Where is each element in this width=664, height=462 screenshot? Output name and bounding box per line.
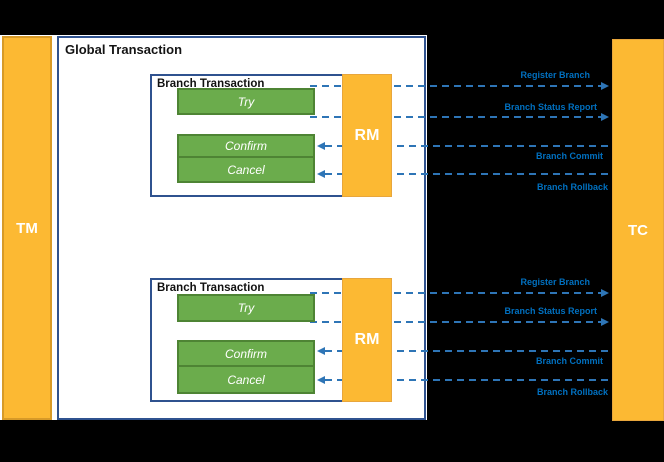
branch-rollback-label-1: Branch Rollback — [536, 182, 608, 192]
branch-status-report-arrow-2 — [310, 321, 602, 323]
branch-status-report-arrow-1 — [310, 116, 602, 118]
phase-cancel-2: Cancel — [177, 365, 315, 394]
phase-try-2: Try — [177, 294, 315, 322]
branch-status-report-label-1: Branch Status Report — [504, 102, 597, 112]
register-branch-arrowhead-1 — [601, 82, 609, 90]
branch-transaction-title-1: Branch Transaction — [157, 78, 265, 90]
branch-commit-label-2: Branch Commit — [535, 356, 603, 366]
tc-box: TC — [612, 39, 664, 421]
global-transaction-title: Global Transaction — [65, 42, 183, 57]
phase-confirm-2: Confirm — [177, 340, 315, 367]
branch-rollback-arrow-2 — [325, 379, 611, 381]
tm-box: TM — [2, 36, 52, 420]
branch-rollback-arrowhead-2 — [317, 376, 325, 384]
rm-box-1: RM — [342, 74, 392, 197]
branch-rollback-arrow-1 — [325, 173, 611, 175]
phase-cancel-1: Cancel — [177, 156, 315, 183]
branch-transaction-title-2: Branch Transaction — [157, 282, 265, 294]
branch-status-report-arrowhead-1 — [601, 113, 609, 121]
register-branch-arrow-1 — [310, 85, 602, 87]
branch-commit-arrowhead-1 — [317, 142, 325, 150]
phase-try-1: Try — [177, 88, 315, 115]
register-branch-label-1: Register Branch — [520, 70, 590, 80]
register-branch-arrowhead-2 — [601, 289, 609, 297]
branch-rollback-arrowhead-1 — [317, 170, 325, 178]
branch-commit-arrow-1 — [325, 145, 611, 147]
register-branch-label-2: Register Branch — [520, 277, 590, 287]
branch-commit-arrowhead-2 — [317, 347, 325, 355]
branch-status-report-label-2: Branch Status Report — [504, 306, 597, 316]
branch-commit-arrow-2 — [325, 350, 611, 352]
rm-box-2: RM — [342, 278, 392, 402]
tm-label: TM — [16, 219, 38, 237]
rm-label-1: RM — [354, 126, 380, 144]
rm-label-2: RM — [354, 331, 380, 348]
branch-commit-label-1: Branch Commit — [535, 151, 603, 161]
branch-status-report-arrowhead-2 — [601, 318, 609, 326]
branch-rollback-label-2: Branch Rollback — [536, 387, 608, 397]
phase-confirm-1: Confirm — [177, 134, 315, 158]
register-branch-arrow-2 — [310, 292, 602, 294]
tc-label: TC — [628, 221, 648, 239]
